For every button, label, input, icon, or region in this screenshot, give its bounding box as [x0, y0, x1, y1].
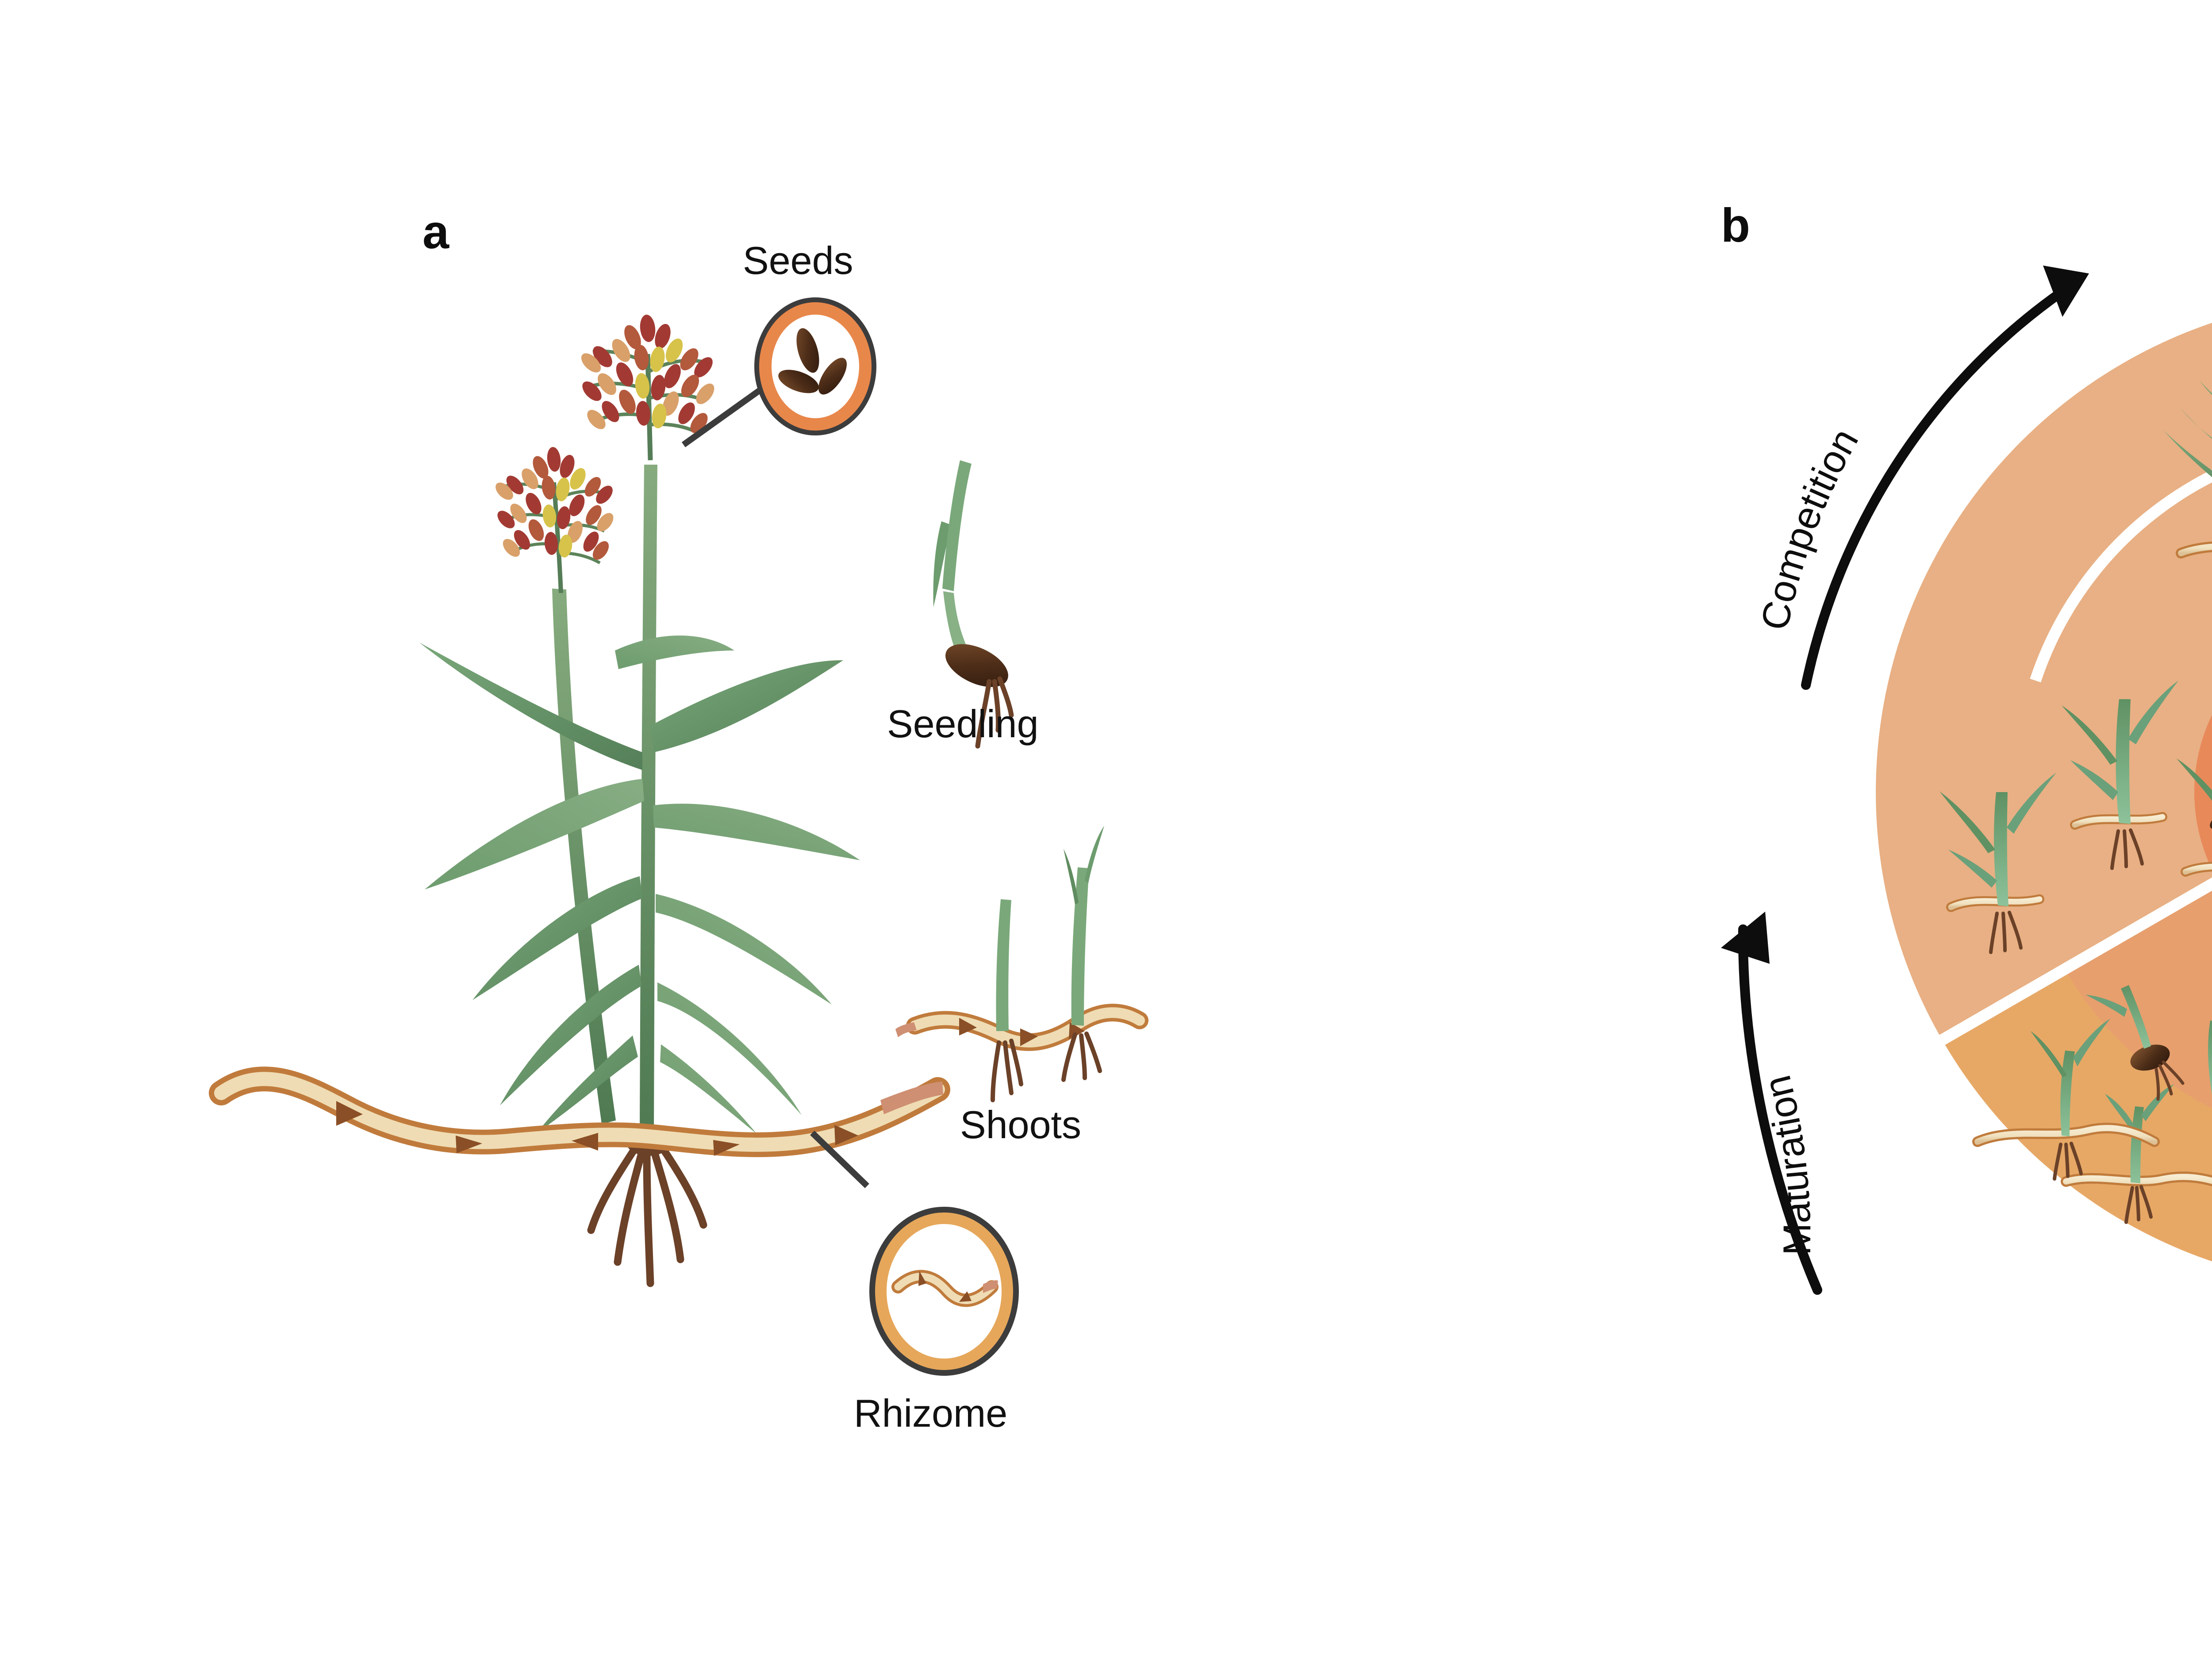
arc-label-competition: Competition: [1752, 421, 1867, 634]
panicle-secondary: [495, 447, 614, 593]
germination-outer-plants: [2061, 1084, 2212, 1224]
lifecycle-wheel: [1876, 323, 2212, 1262]
callout-label-rhizome: Rhizome: [854, 1391, 1008, 1435]
sector-maturation: [1876, 323, 2212, 1040]
panel-a-artwork: [209, 297, 1148, 1376]
arc-label-maturation: Maturation: [1755, 1071, 1819, 1255]
rhizome-icon: [891, 1270, 998, 1307]
cycle-stage-arrows: [1738, 287, 2066, 1295]
panicle-primary: [581, 315, 714, 461]
seedling-illustration: [933, 460, 1014, 749]
shoots-illustration: [895, 826, 1148, 1102]
seed-bank-core: [2194, 715, 2212, 870]
panel-a-letter: a: [422, 205, 449, 258]
seed-icon-cluster: [778, 328, 847, 395]
arrow-competition-head: [2043, 266, 2089, 317]
plant-roots: [587, 1143, 707, 1287]
rhizome-callout: [810, 1130, 1019, 1376]
panel-b: b: [1637, 0, 2212, 1659]
germinating-seeds: [2085, 985, 2212, 1101]
arrow-competition-line: [1801, 287, 2066, 690]
panel-a: a: [209, 205, 1148, 1435]
callout-label-seeds: Seeds: [743, 239, 853, 282]
panel-b-letter: b: [1721, 198, 1750, 252]
panel-b-artwork: Overwintering Competition Germination/ S…: [1721, 266, 2212, 1295]
stage-label-seedling: Seedling: [887, 702, 1039, 746]
plant-leaves: [419, 635, 860, 1134]
johnsongrass-plant: [209, 315, 950, 1287]
ring-middle-lower: [2065, 884, 2212, 1109]
arrow-maturation-line: [1738, 924, 1822, 1295]
seeds-callout: [681, 297, 876, 447]
arrow-maturation-head: [1721, 912, 1770, 964]
stage-label-shoots: Shoots: [960, 1103, 1081, 1147]
maturation-plants: [1939, 381, 2212, 1181]
